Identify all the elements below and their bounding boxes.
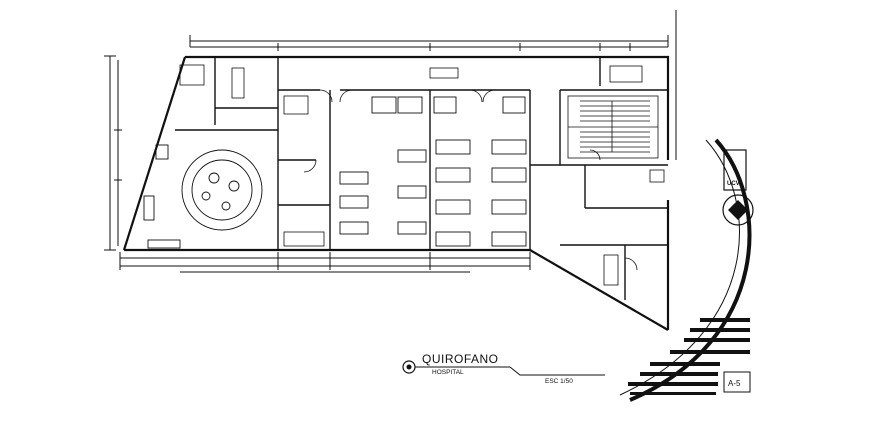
interior-walls <box>175 57 668 300</box>
institution-logo-text: UCV <box>727 181 740 187</box>
exterior-walls <box>122 55 670 331</box>
title-callout <box>402 360 605 376</box>
recovery-beds <box>435 139 527 247</box>
staircase <box>567 95 659 159</box>
door-swings <box>303 89 638 271</box>
drawing-scale: ESC 1/50 <box>545 378 573 385</box>
left-dimension-line <box>104 55 122 251</box>
drawing-subtitle: HOSPITAL <box>432 369 464 376</box>
waiting-lounge <box>143 144 263 249</box>
top-dimension-line <box>189 35 669 51</box>
drawing-title: QUIROFANO <box>422 352 499 366</box>
operating-beds <box>339 96 526 235</box>
title-block <box>628 149 754 395</box>
fixtures <box>179 64 665 286</box>
title-block-notes <box>628 318 750 395</box>
bottom-dimension-line <box>119 252 531 273</box>
sheet-number: A-5 <box>728 379 741 388</box>
